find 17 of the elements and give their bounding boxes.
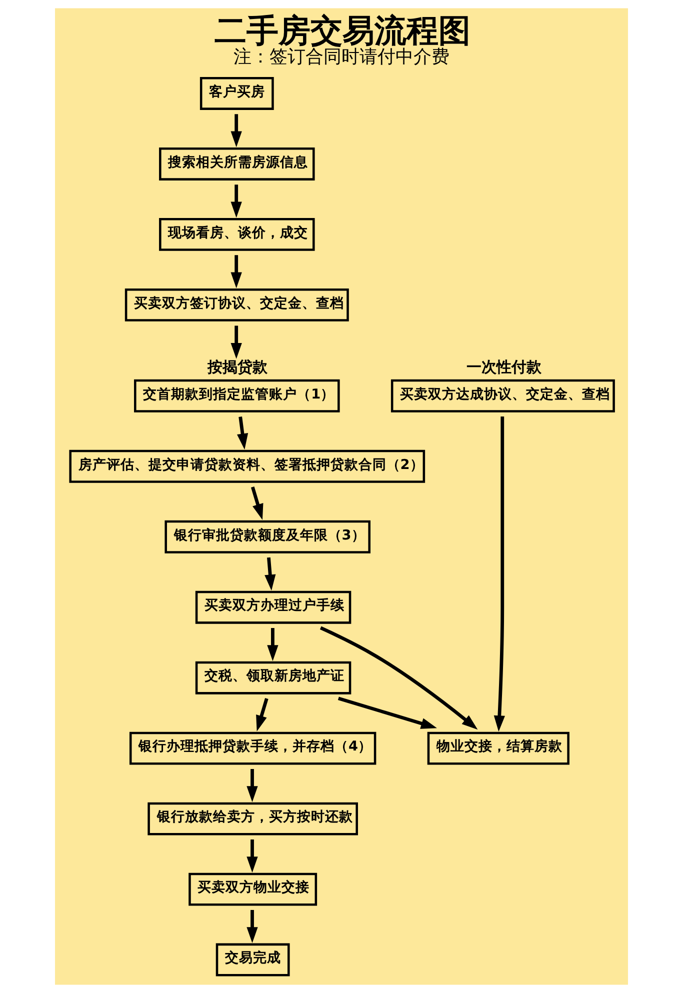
arrow	[338, 696, 437, 729]
arrow	[320, 626, 478, 730]
arrow	[237, 416, 248, 450]
arrow	[230, 326, 242, 359]
arrow	[246, 769, 258, 802]
node-label: 一次性付款	[466, 358, 542, 376]
arrow	[230, 255, 242, 288]
arrow	[246, 839, 258, 873]
arrow	[246, 910, 258, 944]
arrow	[230, 114, 242, 148]
arrow	[267, 628, 278, 662]
arrow	[250, 486, 264, 520]
arrow	[494, 416, 505, 732]
arrow	[256, 698, 268, 732]
arrow	[264, 557, 276, 591]
node-label: 按揭贷款	[207, 358, 268, 376]
arrow	[230, 184, 242, 218]
